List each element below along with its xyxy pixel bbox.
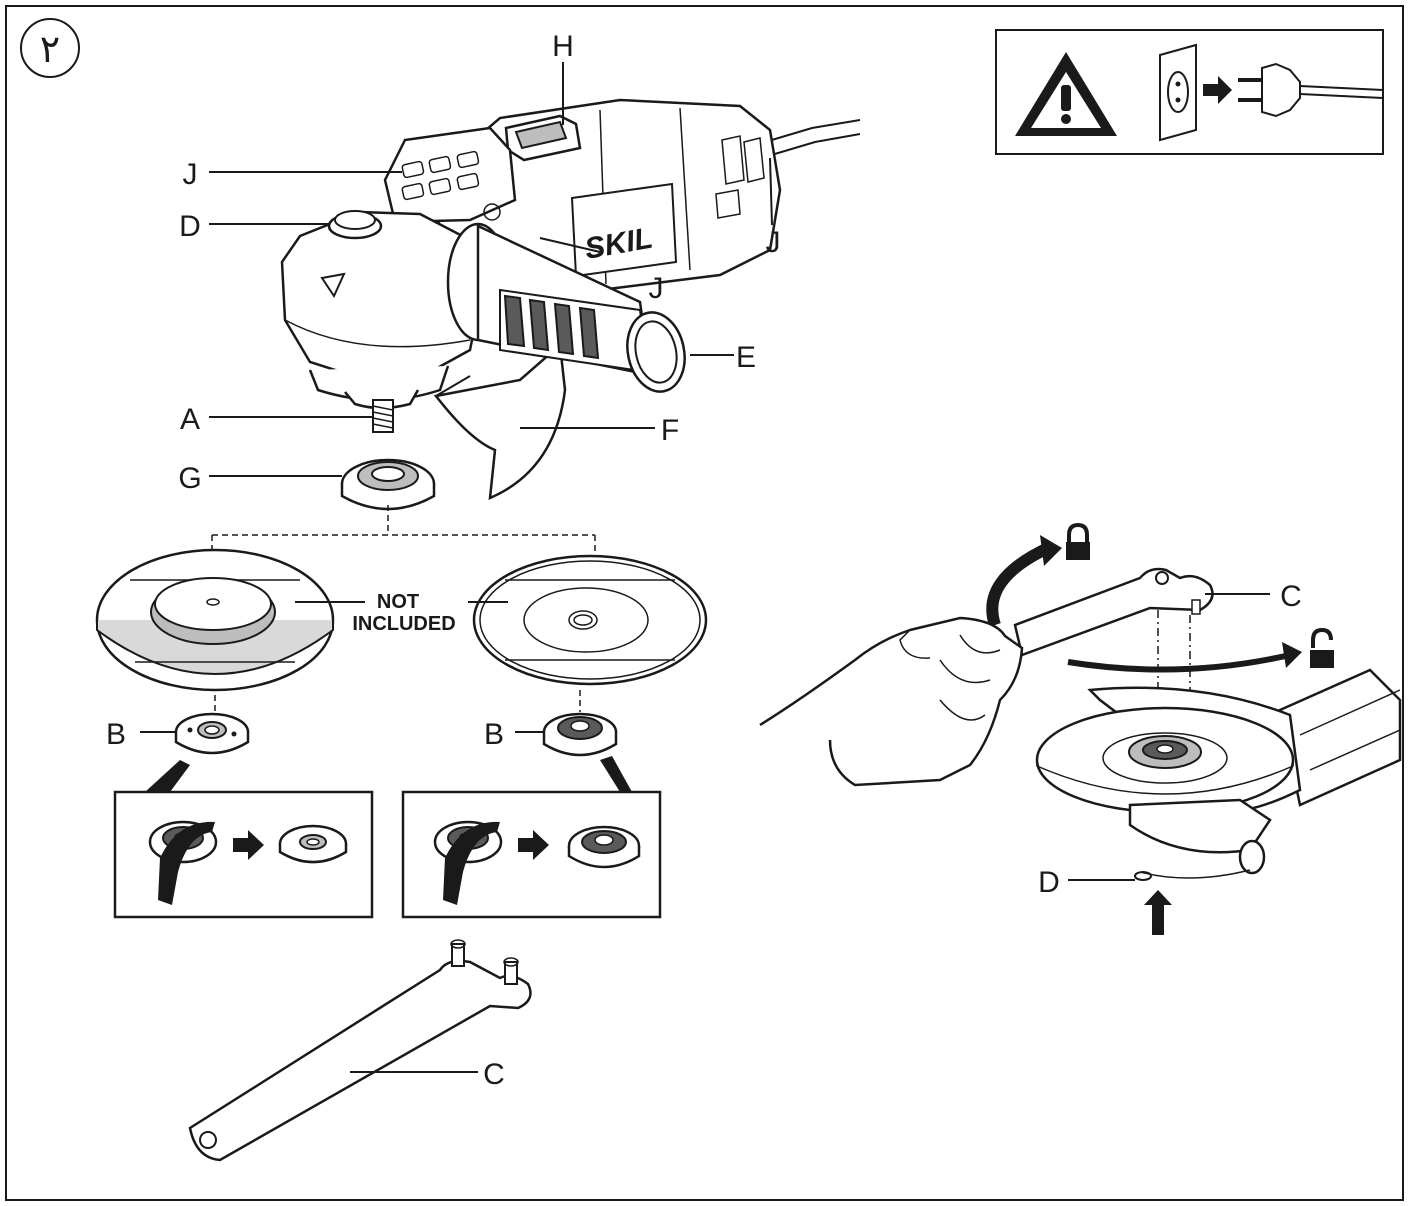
arrow-right-icon <box>233 830 264 860</box>
label-j-vents-rear: J <box>766 226 781 259</box>
cross-mark-icon <box>158 821 215 905</box>
note-line-1: NOT <box>377 591 419 613</box>
figure-frame <box>5 5 1404 1201</box>
label-g-flange: G <box>178 462 201 495</box>
note-line-2: INCLUDED <box>352 613 455 635</box>
flat-cutting-wheel <box>472 554 708 686</box>
label-c-spanner: C <box>483 1058 505 1091</box>
depressed-centre-wheel <box>95 548 335 692</box>
angle-grinder: SKIL <box>280 98 861 500</box>
label-e-handle: E <box>736 341 756 374</box>
label-j-vents-front: J <box>183 158 198 191</box>
figure-number-badge: ٢ <box>20 18 80 78</box>
warning-triangle-icon <box>1015 52 1117 136</box>
arrow-right-icon <box>518 830 549 860</box>
push-up-arrow-icon <box>1144 890 1172 935</box>
inset-left <box>113 760 374 919</box>
hand <box>759 616 1024 787</box>
leader-lines <box>140 62 1270 1073</box>
label-d-spindle-lock: D <box>179 210 201 243</box>
padlock-locked-icon <box>1066 522 1090 560</box>
power-plug-icon <box>1238 62 1384 118</box>
label-a-spindle: A <box>180 403 200 436</box>
spindle <box>372 399 394 433</box>
clamping-nut-left <box>174 712 250 755</box>
label-j-vents-side: J <box>649 272 664 305</box>
not-included-note: NOT INCLUDED <box>295 591 508 635</box>
arrow-right-icon <box>1203 76 1232 104</box>
two-pin-spanner <box>188 939 532 1162</box>
label-f-guard: F <box>661 414 679 447</box>
padlock-unlocked-icon <box>1310 627 1334 668</box>
clamping-nut-right <box>542 712 618 757</box>
support-flange <box>340 458 436 511</box>
unplug-warning-box <box>995 29 1384 155</box>
label-h-switch: H <box>552 30 574 63</box>
label-c-spanner-use: C <box>1280 580 1302 613</box>
wheel-guard <box>433 342 567 500</box>
figure-number: ٢ <box>40 27 60 71</box>
mounted-grinder <box>1035 668 1402 881</box>
side-handle <box>446 222 686 393</box>
cross-mark-icon <box>443 821 500 905</box>
inset-right <box>401 756 662 919</box>
label-b-nut-left: B <box>106 718 126 751</box>
label-d-spindle-lock-use: D <box>1038 866 1060 899</box>
wall-socket-icon <box>1159 43 1197 142</box>
brand-plate: SKIL <box>570 182 678 278</box>
label-b-nut-right: B <box>484 718 504 751</box>
